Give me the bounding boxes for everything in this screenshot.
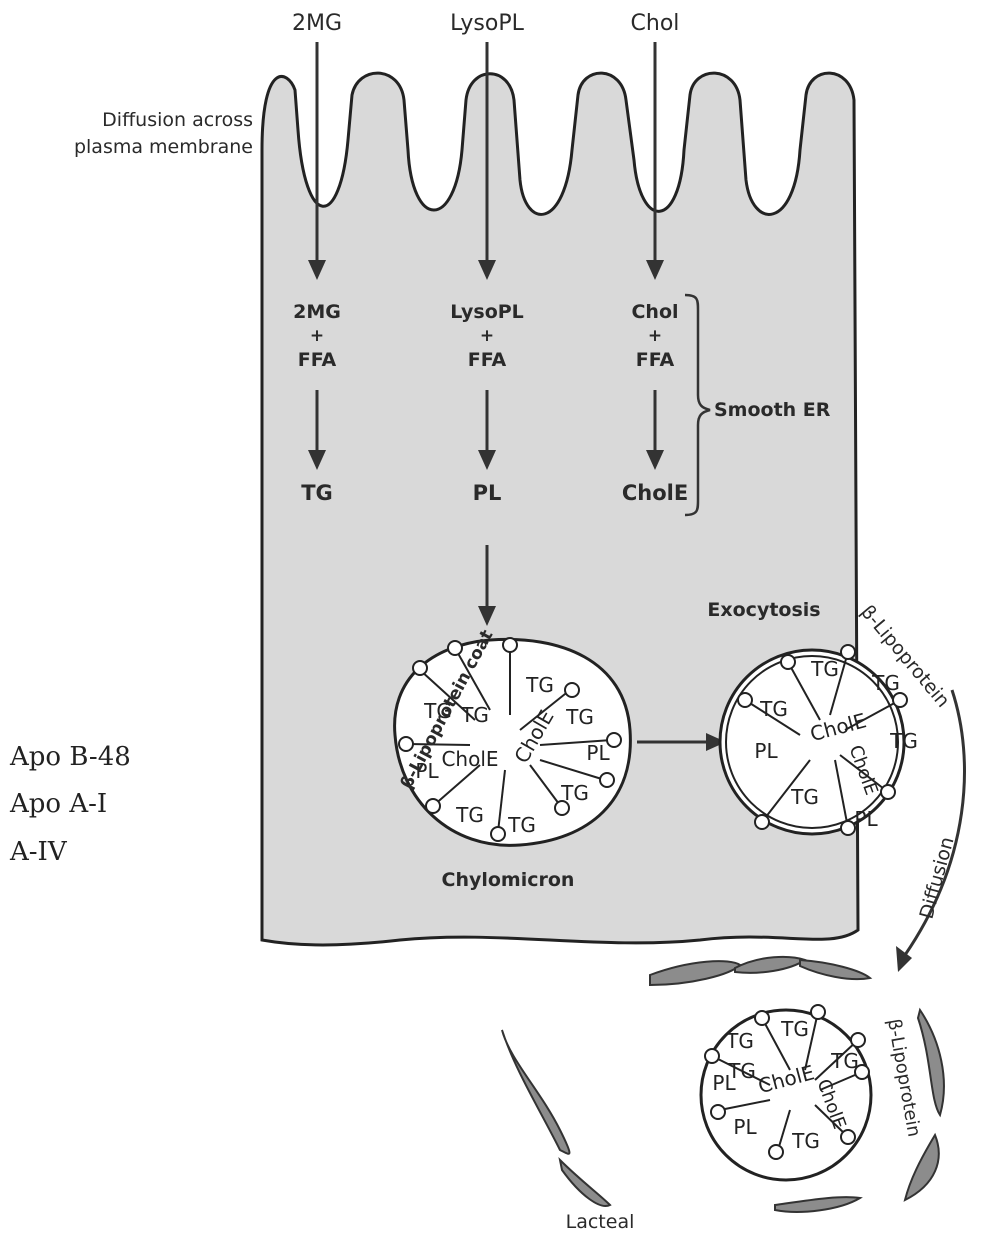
membrane-label-line1: Diffusion across xyxy=(102,109,253,131)
chylo-tg-4: TG xyxy=(565,705,594,729)
lac-tg-1: TG xyxy=(725,1029,754,1053)
beta-lipoprotein-label-lower: β-Lipoprotein xyxy=(883,1017,924,1138)
chylo-tg-7: TG xyxy=(507,813,536,837)
lac-pl-1: PL xyxy=(712,1071,736,1095)
apo-a4-label: A-IV xyxy=(9,837,68,867)
er3-chol: Chol xyxy=(631,301,678,323)
apo-a1-label: Apo A-I xyxy=(9,789,107,819)
exo-pl-2: PL xyxy=(854,807,878,831)
diffusion-label: Diffusion xyxy=(916,835,959,922)
chylo-tg-2: TG xyxy=(460,703,489,727)
exocytosed-particle: TG TG TG TG TG PL PL CholE CholE xyxy=(720,645,918,835)
er2-ffa: FFA xyxy=(468,349,507,371)
lacteal-label: Lacteal xyxy=(566,1211,635,1233)
input-2mg: 2MG xyxy=(292,11,342,36)
er2-lysopl: LysoPL xyxy=(450,301,524,323)
er2-pl: PL xyxy=(473,481,502,505)
er3-chole: CholE xyxy=(622,481,688,505)
input-chol: Chol xyxy=(631,11,680,36)
membrane-label-line2: plasma membrane xyxy=(74,136,253,158)
input-lysopl: LysoPL xyxy=(450,11,524,36)
lac-tg-5: TG xyxy=(791,1129,820,1153)
er3-plus: + xyxy=(648,326,662,346)
er3-ffa: FFA xyxy=(636,349,675,371)
exo-pl-1: PL xyxy=(754,739,778,763)
er2-plus: + xyxy=(480,326,494,346)
lac-tg-2: TG xyxy=(780,1017,809,1041)
exo-tg-2: TG xyxy=(871,671,900,695)
apo-b48-label: Apo B-48 xyxy=(9,742,131,772)
er1-tg: TG xyxy=(301,481,333,505)
exo-tg-5: TG xyxy=(790,785,819,809)
smooth-er-label: Smooth ER xyxy=(714,399,831,421)
exocytosis-label: Exocytosis xyxy=(707,599,820,621)
exo-tg-4: TG xyxy=(889,729,918,753)
chylo-tg-5: TG xyxy=(560,781,589,805)
exo-tg-1: TG xyxy=(810,657,839,681)
lac-tg-4: TG xyxy=(830,1049,859,1073)
chylo-pl-2: PL xyxy=(586,741,610,765)
chylo-chole-1: CholE xyxy=(441,747,498,771)
er1-ffa: FFA xyxy=(298,349,337,371)
chylo-tg-6: TG xyxy=(455,803,484,827)
er1-2mg: 2MG xyxy=(293,301,341,323)
chylomicron-label: Chylomicron xyxy=(442,869,575,891)
lacteal-particle: TG TG TG TG TG PL PL CholE CholE xyxy=(701,1005,871,1180)
exo-tg-3: TG xyxy=(759,697,788,721)
er1-plus: + xyxy=(310,326,324,346)
chylo-tg-3: TG xyxy=(525,673,554,697)
lac-pl-2: PL xyxy=(733,1115,757,1139)
